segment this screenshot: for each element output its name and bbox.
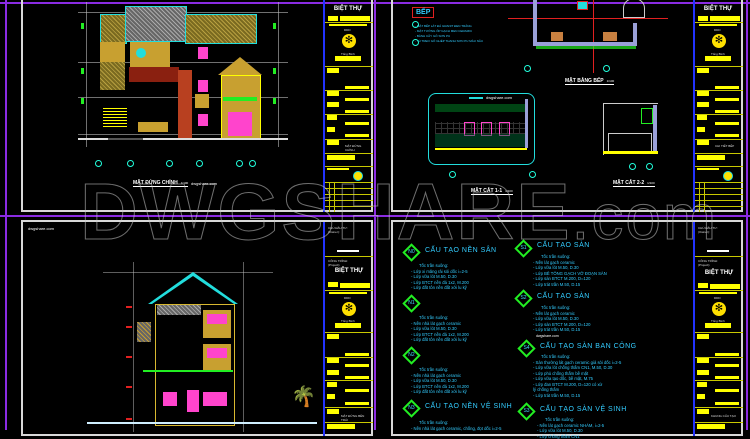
spec-title: CẤU TẠO SÀN BAN CÔNG	[540, 343, 637, 350]
spec-title: CẤU TẠO SÀN	[537, 242, 590, 249]
section-2-2-drawing	[603, 103, 658, 155]
spec-list: Tốc trần suông: - Nền lát gạch ceramic N…	[537, 417, 605, 439]
spec-list: Tốc trần suông: - Sàn thường lát gạch ce…	[533, 354, 622, 398]
spec-list: Tốc trần suông: - Nền lát gạch ceramic -…	[533, 254, 607, 287]
sheet-2-frame[interactable]: BẾP - MẶT BẾP LÁT ĐÁ GRANIT ĐEN TRẮNG - …	[391, 0, 743, 212]
spec-list: Tốc trần suông: - Nền nhà lát gạch ceram…	[411, 367, 469, 394]
grid-axis-marker	[529, 171, 536, 178]
spec-title: CẤU TẠO NỀN VỆ SINH	[425, 403, 513, 410]
site-url: dwgshare.com	[191, 181, 218, 186]
grid-axis-marker	[196, 160, 203, 167]
front-elevation-drawing	[78, 2, 288, 147]
spec-title: CẤU TẠO SÀN VỆ SINH	[540, 406, 627, 413]
spec-list: Tốc trần suông: - Nền lát gạch ceramic -…	[533, 305, 591, 332]
tree-icon: 🌴	[291, 386, 316, 408]
grid-axis-marker	[629, 163, 636, 170]
spec-badge-s3: S3	[517, 402, 536, 421]
title-block: BIỆT THỰ DDD ✻ Tổng Bình MẶT ĐỨNG CHÍNH	[323, 0, 373, 212]
kitchen-plan-drawing	[508, 0, 668, 78]
spec-badge-s2: S2	[514, 289, 533, 308]
section-1-1-drawing: dwgshare.com	[428, 93, 535, 165]
spec-list: Tốc trần suông: - Nền nhà lát gạch ceram…	[411, 420, 502, 431]
room-label-kitchen: BẾP	[412, 7, 435, 18]
north-arrow-icon	[353, 171, 363, 181]
company-logo-icon: ✻	[342, 34, 356, 48]
grid-axis-marker	[412, 39, 419, 46]
site-url: dwgshare.com	[28, 226, 55, 231]
kitchen-notes: - MẶT BẾP LÁT ĐÁ GRANIT ĐEN TRẮNG - MẶT …	[415, 24, 484, 43]
spec-list: Tốc trần suông: - Nền nhà lát gạch ceram…	[411, 315, 469, 342]
grid-axis-marker	[95, 160, 102, 167]
company-logo-icon: ✻	[712, 34, 726, 48]
grid-axis-marker	[449, 171, 456, 178]
project-title: BIỆT THỰ	[703, 6, 733, 12]
grid-axis-marker	[524, 65, 531, 72]
grid-axis-marker	[646, 163, 653, 170]
side-elevation-drawing	[87, 262, 317, 432]
project-title: BIỆT THỰ	[704, 270, 734, 276]
layout-divider-top	[0, 2, 750, 4]
project-title: BIỆT THỰ	[334, 268, 364, 274]
title-block: CHỦ ĐẦU TƯ: (Owner): CÔNG TRÌNH: (Projec…	[693, 222, 743, 436]
grid-axis-marker	[249, 160, 256, 167]
title-block: BIỆT THỰ DDD ✻ Tổng Bình CHI TIẾT BẾP	[693, 0, 743, 212]
grid-axis-marker	[127, 160, 134, 167]
grid-axis-marker	[236, 160, 243, 167]
site-url: dwgshare.com	[536, 334, 559, 338]
spec-title: CẤU TẠO NỀN SÂN	[425, 247, 497, 254]
spec-title: CẤU TẠO SÀN	[537, 293, 590, 300]
spec-badge-n3: N3	[402, 399, 421, 418]
layout-divider-middle	[0, 215, 750, 217]
grid-axis-marker	[603, 65, 610, 72]
project-title: BIỆT THỰ	[333, 6, 363, 12]
north-arrow-icon	[723, 171, 733, 181]
spec-badge-n2: N2	[402, 346, 421, 365]
grid-axis-marker	[166, 160, 173, 167]
spec-list: Tốc trần suông: - Lớp xi măng rải sỏi dố…	[411, 263, 469, 290]
company-logo-icon: ✻	[712, 302, 726, 316]
sheet-3-frame[interactable]: dwgshare.com 🌴 CHỦ ĐẦU TƯ: (Owner): CÔNG…	[21, 220, 373, 436]
spec-badge-n1: N1	[402, 294, 421, 313]
title-block: CHỦ ĐẦU TƯ: (Owner): CÔNG TRÌNH: (Projec…	[323, 222, 373, 436]
grid-axis-marker	[412, 21, 419, 28]
company-logo-icon: ✻	[342, 302, 356, 316]
watermark-text: DWGSHARE.com	[80, 167, 719, 256]
sheet-4-frame[interactable]: N0 CẤU TẠO NỀN SÂN Tốc trần suông: - Lớp…	[391, 220, 743, 439]
